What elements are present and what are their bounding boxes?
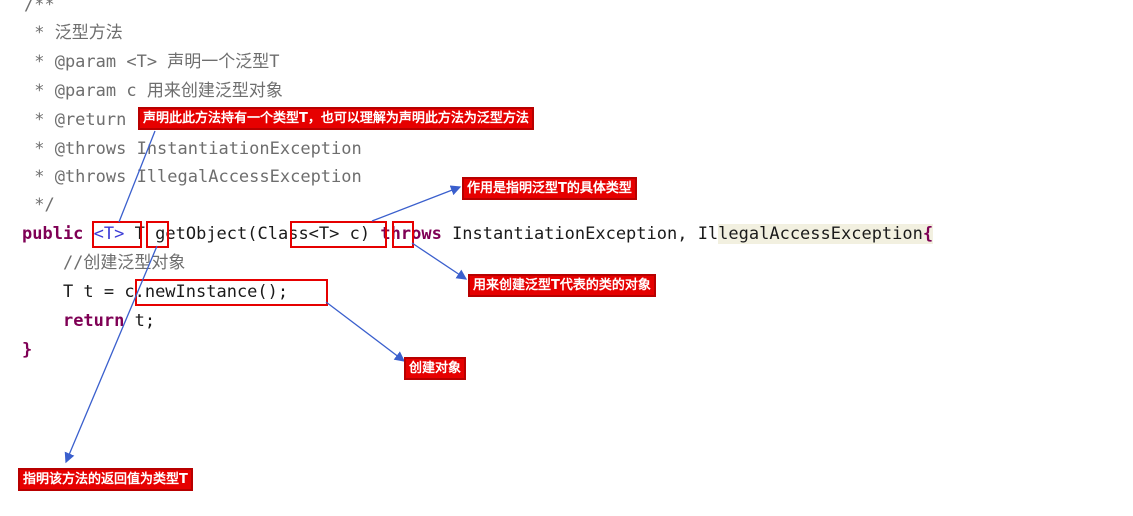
public-keyword: public (22, 224, 84, 244)
new-instance-highlight-box (135, 279, 328, 306)
c-param-highlight-box (392, 221, 414, 248)
typeparam-highlight-box (92, 221, 142, 248)
callout-return-note: 指明该方法的返回值为类型T (18, 468, 193, 491)
callout-class-note: 作用是指明泛型T的具体类型 (462, 177, 637, 200)
comment-line: /** (24, 0, 55, 15)
arrow-c (411, 242, 468, 280)
method-name: getObject( (155, 224, 258, 244)
inline-comment: //创建泛型对象 (22, 253, 186, 273)
class-param-highlight-box (290, 221, 387, 248)
comment-line: * @param c 用来创建泛型对象 (24, 81, 283, 101)
comment-line: * @throws IllegalAccessException (24, 167, 362, 187)
callout-c-note: 用来创建泛型T代表的类的对象 (468, 274, 656, 297)
assignment-line: T t = c.newInstance(); (22, 279, 288, 305)
callout-typeparam-note: 声明此此方法持有一个类型T，也可以理解为声明此方法为泛型方法 (138, 107, 534, 130)
arrow-create (325, 301, 406, 362)
comment-line: * 泛型方法 (24, 23, 123, 43)
comment-line: * @throws InstantiationException (24, 139, 362, 159)
comment-line: */ (24, 195, 55, 215)
comment-line: * @param <T> 声明一个泛型T (24, 52, 280, 72)
closing-brace: } (22, 340, 33, 360)
arrow-class (371, 185, 462, 222)
new-instance-call: c.newInstance(); (124, 282, 289, 302)
throws-keyword: throws (380, 224, 442, 244)
return-keyword: return (62, 311, 125, 331)
comment-line: * @return (24, 110, 127, 130)
open-brace: { (922, 224, 934, 244)
method-signature: public <T> T getObject(Class<T> c) throw… (22, 221, 934, 247)
return-type-highlight-box (146, 221, 169, 248)
return-type: T (134, 224, 145, 244)
return-line: return t; (22, 308, 155, 334)
arrow-return (64, 245, 158, 464)
class-param-type: Class<T> (257, 224, 340, 244)
exception-highlight: legalAccessException (718, 224, 923, 244)
close-paren: ) (359, 224, 371, 244)
assignment-prefix: T t = (22, 282, 125, 302)
exception-list: InstantiationException, Il (452, 224, 719, 244)
type-parameter: <T> (93, 224, 125, 244)
callout-create-note: 创建对象 (404, 357, 467, 380)
return-value: t; (124, 311, 156, 331)
arrow-typeparam (118, 130, 156, 223)
param-c: c (349, 224, 360, 244)
